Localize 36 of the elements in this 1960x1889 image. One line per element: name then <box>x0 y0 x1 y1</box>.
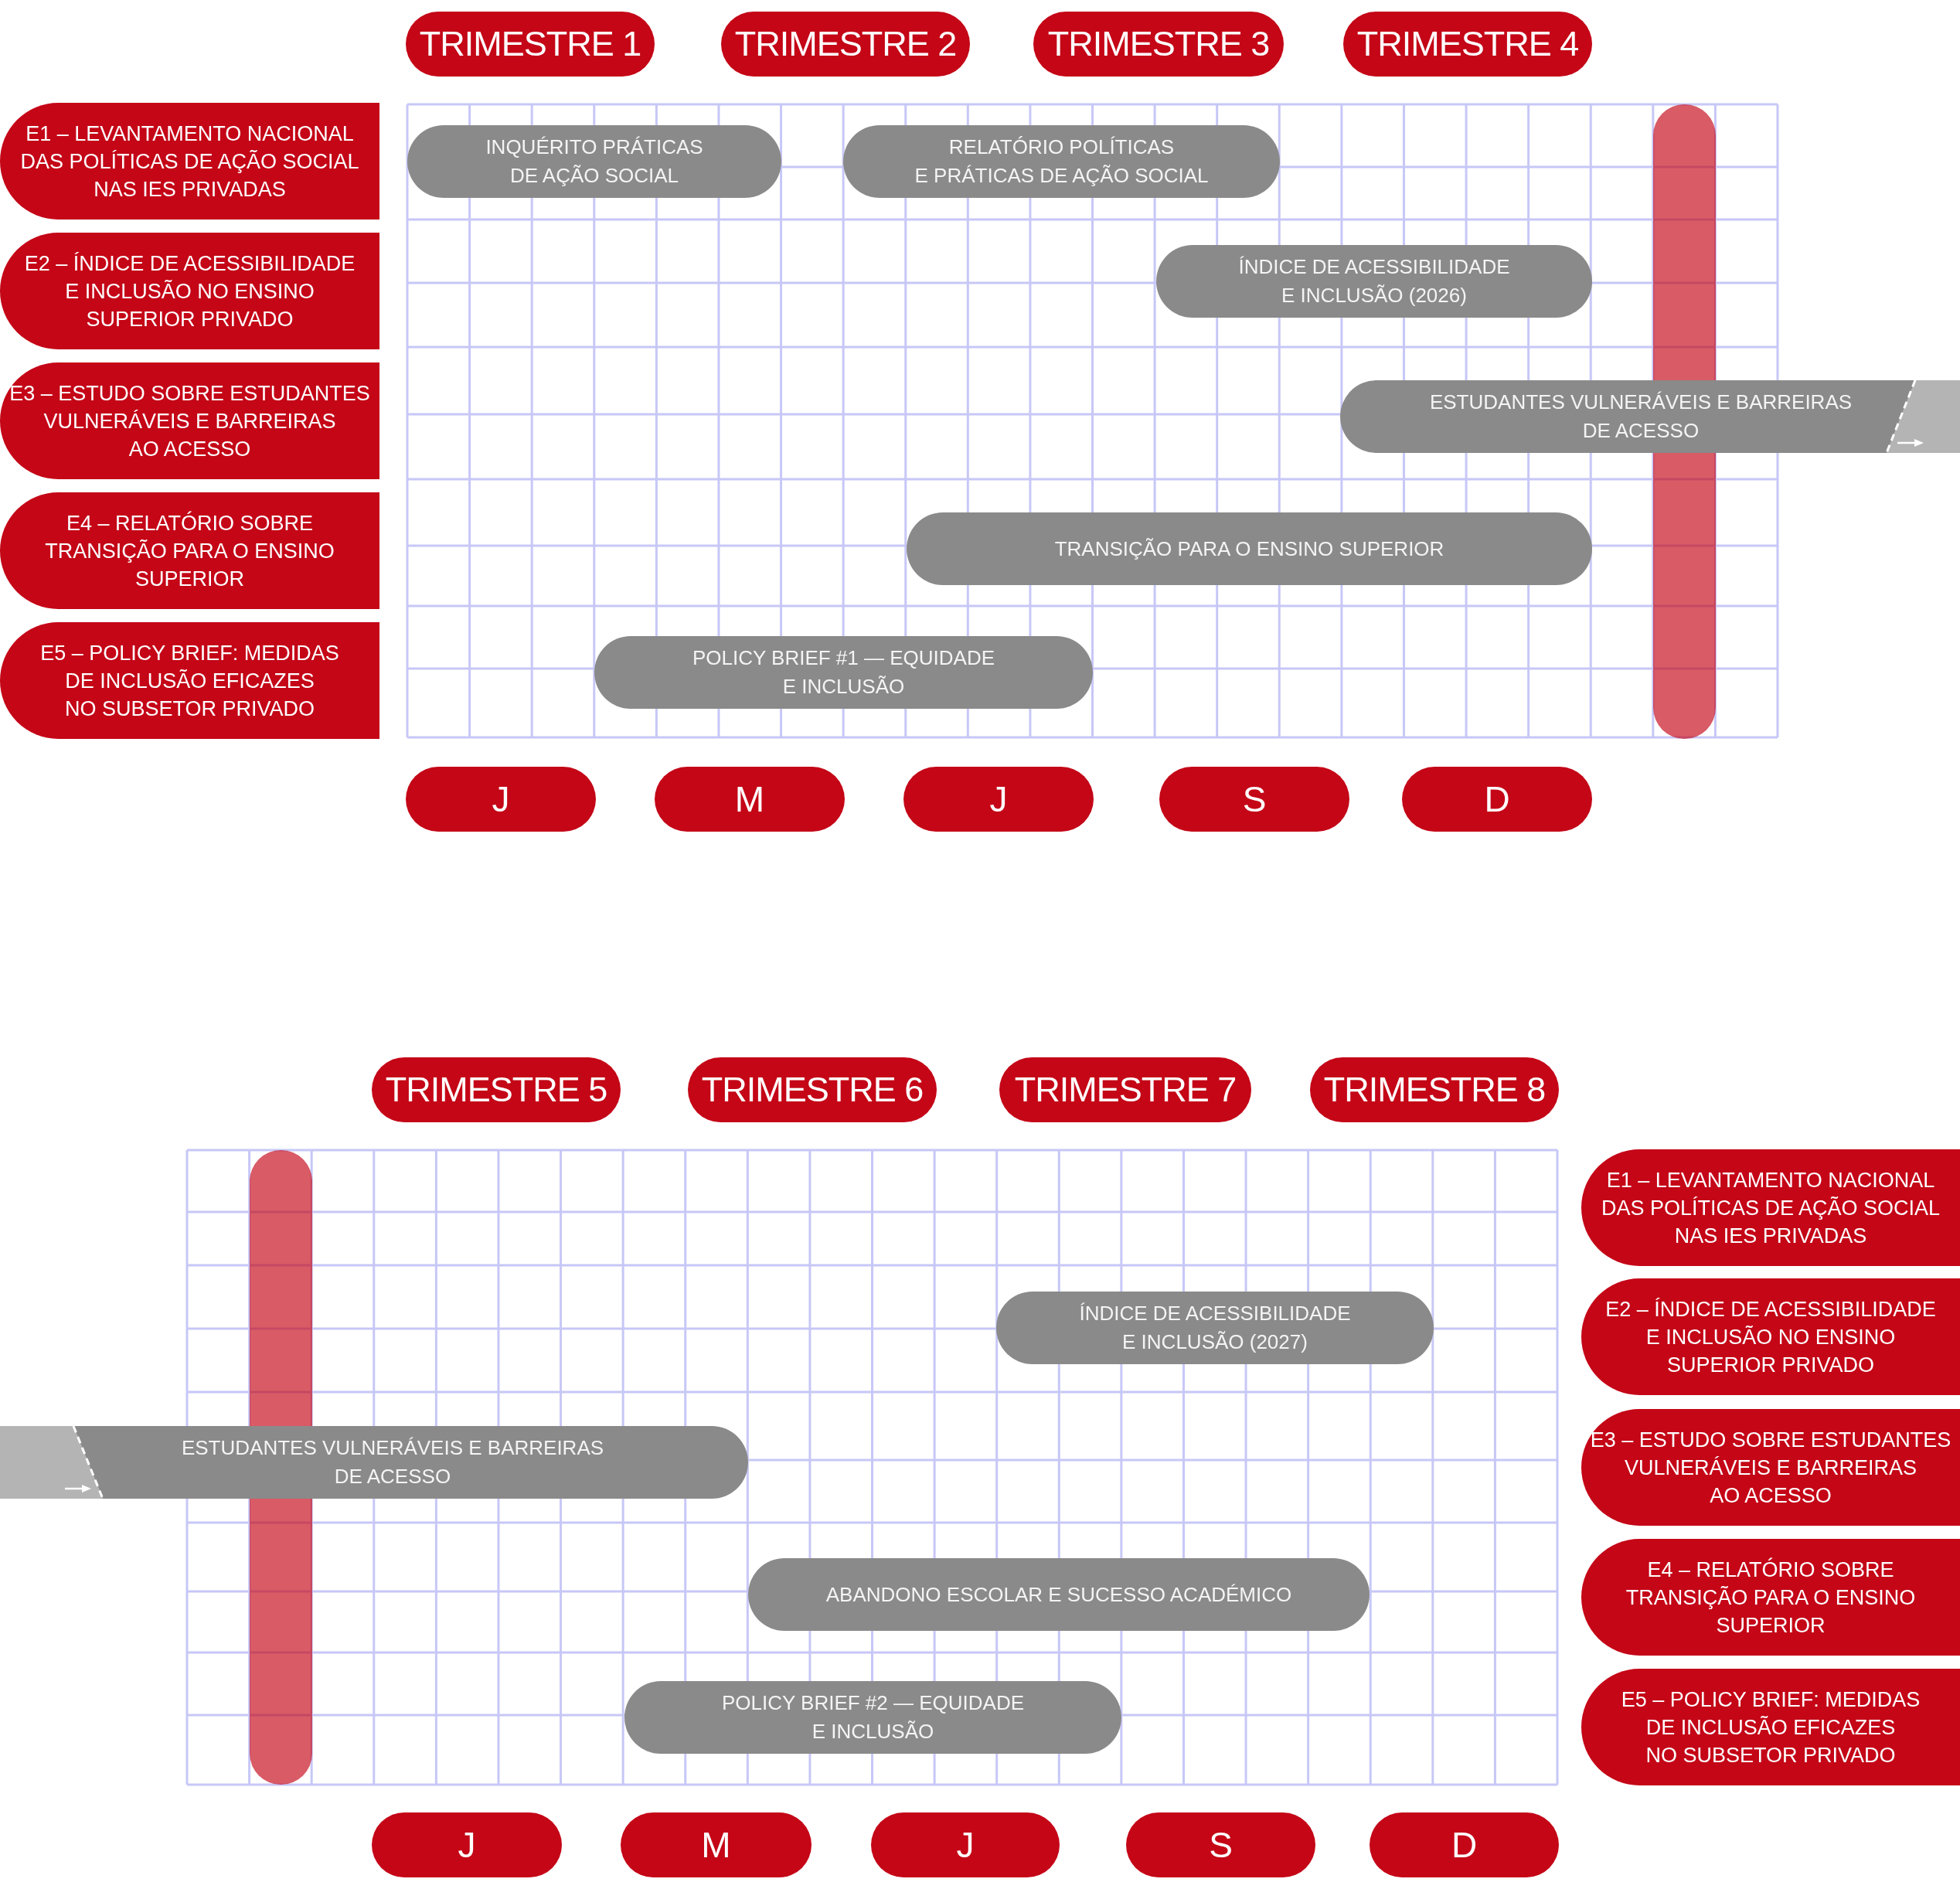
task-bar: ÍNDICE DE ACESSIBILIDADE E INCLUSÃO (2027) <box>996 1292 1434 1364</box>
task-bar: POLICY BRIEF #2 — EQUIDADE E INCLUSÃO <box>624 1681 1121 1754</box>
task-bar: ÍNDICE DE ACESSIBILIDADE E INCLUSÃO (2026) <box>1156 245 1592 318</box>
month-label: J <box>372 1812 562 1877</box>
month-label: D <box>1402 767 1592 832</box>
workstream-label: E3 – ESTUDO SOBRE ESTUDANTES VULNERÁVEIS E BARREIRAS AO ACESSO <box>0 362 379 479</box>
workstream-label: E2 – ÍNDICE DE ACESSIBILIDADE E INCLUSÃO NO ENSINO SUPERIOR PRIVADO <box>0 233 379 349</box>
task-bar: POLICY BRIEF #1 — EQUIDADE E INCLUSÃO <box>594 636 1093 709</box>
month-label: M <box>655 767 845 832</box>
month-label: S <box>1159 767 1349 832</box>
workstream-label: E4 – RELATÓRIO SOBRE TRANSIÇÃO PARA O ENSINO SUPERIOR <box>1581 1539 1960 1656</box>
task-bar: RELATÓRIO POLÍTICAS E PRÁTICAS DE AÇÃO SOCIAL <box>843 125 1280 198</box>
month-label: J <box>903 767 1094 832</box>
quarter-header: TRIMESTRE 7 <box>999 1057 1251 1122</box>
workstream-label: E3 – ESTUDO SOBRE ESTUDANTES VULNERÁVEIS E BARREIRAS AO ACESSO <box>1581 1409 1960 1526</box>
month-label: S <box>1126 1812 1315 1877</box>
workstream-label: E5 – POLICY BRIEF: MEDIDAS DE INCLUSÃO EFICAZES NO SUBSETOR PRIVADO <box>0 622 379 739</box>
quarter-header: TRIMESTRE 1 <box>406 12 655 77</box>
task-bar: INQUÉRITO PRÁTICAS DE AÇÃO SOCIAL <box>407 125 781 198</box>
quarter-header: TRIMESTRE 5 <box>372 1057 621 1122</box>
month-label: J <box>871 1812 1060 1877</box>
quarter-header: TRIMESTRE 3 <box>1033 12 1284 77</box>
workstream-label: E5 – POLICY BRIEF: MEDIDAS DE INCLUSÃO EFICAZES NO SUBSETOR PRIVADO <box>1581 1669 1960 1785</box>
workstream-label: E1 – LEVANTAMENTO NACIONAL DAS POLÍTICAS DE AÇÃO SOCIAL NAS IES PRIVADAS <box>0 103 379 220</box>
quarter-header: TRIMESTRE 6 <box>688 1057 937 1122</box>
workstream-label: E2 – ÍNDICE DE ACESSIBILIDADE E INCLUSÃO NO ENSINO SUPERIOR PRIVADO <box>1581 1278 1960 1395</box>
month-label: M <box>621 1812 812 1877</box>
quarter-header: TRIMESTRE 8 <box>1310 1057 1559 1122</box>
workstream-label: E4 – RELATÓRIO SOBRE TRANSIÇÃO PARA O ENSINO SUPERIOR <box>0 492 379 609</box>
task-bar: ABANDONO ESCOLAR E SUCESSO ACADÉMICO <box>748 1558 1370 1631</box>
quarter-header: TRIMESTRE 4 <box>1343 12 1592 77</box>
quarter-header: TRIMESTRE 2 <box>721 12 970 77</box>
workstream-label: E1 – LEVANTAMENTO NACIONAL DAS POLÍTICAS DE AÇÃO SOCIAL NAS IES PRIVADAS <box>1581 1149 1960 1266</box>
month-label: D <box>1370 1812 1559 1877</box>
month-label: J <box>406 767 596 832</box>
task-bar: TRANSIÇÃO PARA O ENSINO SUPERIOR <box>907 512 1592 585</box>
